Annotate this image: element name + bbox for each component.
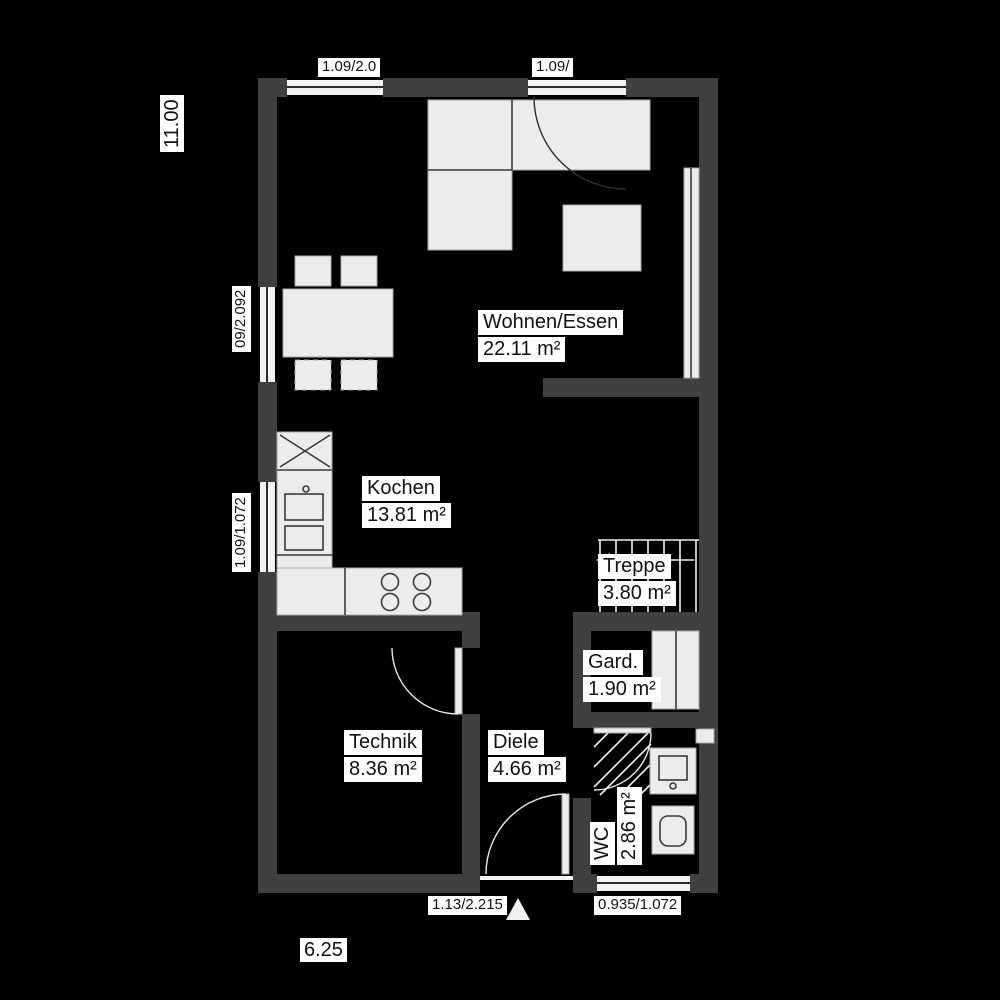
- dim-window-left-upper: 09/2.092: [232, 285, 251, 352]
- room-label-technik: Technik 8.36 m²: [344, 730, 422, 784]
- panorama-window-band: [683, 167, 700, 379]
- dim-window-bottom-right: 0.935/1.072: [594, 896, 682, 915]
- wc-fixtures: [593, 728, 715, 855]
- kitchen-counter: [276, 431, 463, 616]
- dim-window-top-left: 1.09/2.0: [318, 58, 381, 77]
- room-area: 8.36 m²: [344, 757, 422, 782]
- room-label-wc: WC 2.86 m²: [590, 787, 644, 865]
- room-area: 22.11 m²: [478, 337, 566, 362]
- doors: [391, 647, 652, 875]
- room-name: Wohnen/Essen: [478, 310, 624, 335]
- dining-set: [282, 255, 394, 391]
- chair: [340, 255, 378, 287]
- room-name: Treppe: [598, 554, 671, 579]
- technik-door-leaf: [454, 647, 463, 715]
- wc-radiator: [695, 728, 715, 744]
- dim-entry-door: 1.13/2.215: [428, 896, 507, 915]
- room-label-wohnen-essen: Wohnen/Essen 22.11 m²: [478, 310, 624, 364]
- dining-table: [282, 288, 394, 358]
- room-name: Gard.: [583, 650, 644, 675]
- room-area: 4.66 m²: [488, 757, 566, 782]
- room-label-kochen: Kochen 13.81 m²: [362, 476, 451, 530]
- dim-overall-width: 6.25: [300, 938, 347, 962]
- entry-door-leaf: [561, 793, 570, 875]
- room-name: WC: [590, 821, 615, 865]
- chair: [294, 359, 332, 391]
- interior-walls: [258, 378, 718, 874]
- kitchen-sink: [284, 485, 324, 551]
- room-label-diele: Diele 4.66 m²: [488, 730, 566, 784]
- cooktop: [380, 572, 432, 612]
- outer-walls: [258, 78, 718, 893]
- entrance-marker-icon: [506, 898, 530, 920]
- chair: [340, 359, 378, 391]
- coffee-table: [562, 204, 642, 272]
- room-label-gard: Gard. 1.90 m²: [583, 650, 661, 704]
- room-area: 1.90 m²: [583, 677, 661, 702]
- dim-window-left-lower: 1.09/1.072: [232, 493, 251, 572]
- room-area: 2.86 m²: [617, 787, 642, 865]
- dim-window-top-right: 1.09/: [532, 58, 574, 77]
- dim-overall-height: 11.00: [160, 95, 184, 152]
- sofa: [427, 96, 651, 251]
- room-name: Technik: [344, 730, 422, 755]
- chair: [294, 255, 332, 287]
- room-name: Diele: [488, 730, 544, 755]
- room-area: 3.80 m²: [598, 581, 676, 606]
- room-area: 13.81 m²: [362, 503, 451, 528]
- wc-door-leaf: [593, 727, 652, 734]
- windows: [260, 80, 690, 891]
- wc-toilet: [651, 805, 695, 855]
- room-label-treppe: Treppe 3.80 m²: [598, 554, 676, 608]
- wc-washbasin: [649, 747, 697, 795]
- room-name: Kochen: [362, 476, 440, 501]
